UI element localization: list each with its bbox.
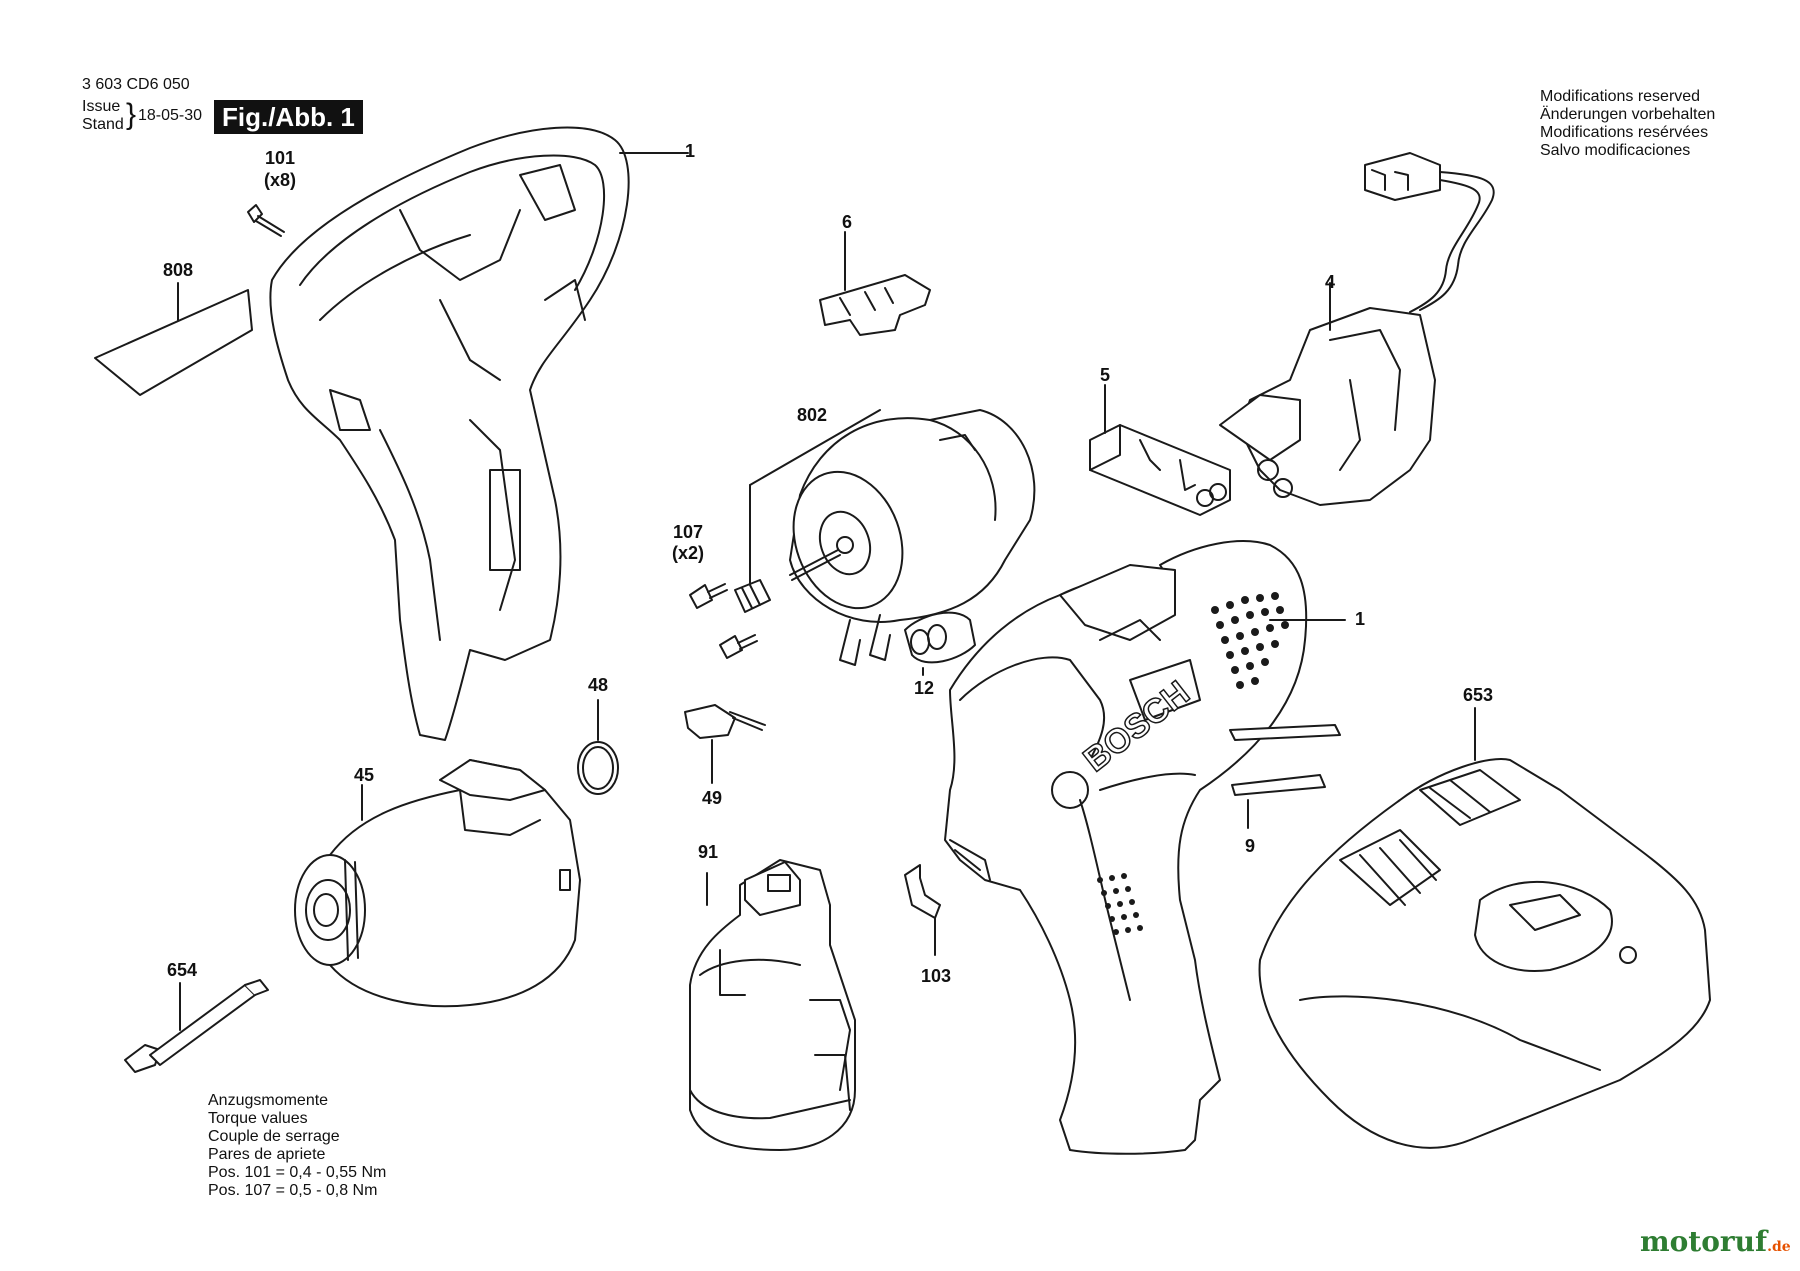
strip-part-9-a [1229, 724, 1341, 741]
clip-part-6 [819, 274, 931, 336]
callout-6: 6 [841, 212, 852, 232]
contact-part-49 [684, 704, 766, 739]
callout-101-qty: (x8) [263, 170, 296, 190]
notice-line: Änderungen vorbehalten [1540, 106, 1716, 123]
torque-line: Anzugsmomente [208, 1092, 329, 1109]
brace-glyph: } [126, 98, 137, 131]
figure-label: Fig./Abb. 1 [214, 100, 363, 134]
modification-notice: Modifications reserved Änderungen vorbeh… [1540, 88, 1715, 160]
charger-part-653 [1258, 758, 1711, 1149]
brush-part-12 [904, 611, 976, 664]
callout-107-qty: (x2) [671, 543, 704, 563]
torque-line: Pares de apriete [208, 1146, 326, 1163]
callout-107: 107 [672, 522, 704, 542]
o-ring-48 [577, 741, 619, 795]
switch-part-4 [1219, 152, 1495, 506]
screws-107 [689, 583, 758, 659]
notice-line: Modifications reserved [1540, 88, 1701, 105]
motoruf-watermark: motoruf.de [1640, 1225, 1791, 1258]
slider-part-5 [1089, 424, 1231, 516]
callout-91: 91 [697, 842, 719, 862]
battery-part-91 [689, 859, 856, 1151]
bit-part-654 [124, 979, 269, 1073]
callout-654: 654 [166, 960, 198, 980]
callout-1-left: 1 [685, 141, 696, 161]
pinion-gear [734, 579, 771, 613]
watermark-tld: .de [1767, 1239, 1791, 1255]
label-sticker-808 [94, 289, 253, 396]
housing-half-left [269, 126, 630, 741]
callout-802: 802 [796, 405, 828, 425]
motor-part-802 [789, 409, 1036, 666]
callout-9: 9 [1244, 836, 1255, 856]
callout-103: 103 [920, 966, 952, 986]
torque-line: Couple de serrage [208, 1128, 340, 1145]
torque-notes: Anzugsmomente Torque values Couple de se… [208, 1092, 386, 1200]
strip-part-9-b [1231, 774, 1326, 796]
doc-number: 3 603 CD6 050 [82, 76, 190, 93]
callout-45: 45 [353, 765, 375, 785]
callout-653: 653 [1462, 685, 1494, 705]
watermark-name: motoruf [1640, 1225, 1768, 1258]
callout-1-right: 1 [1354, 609, 1365, 629]
torque-line: Torque values [208, 1110, 308, 1127]
callout-48: 48 [587, 675, 609, 695]
callout-49: 49 [701, 788, 723, 808]
screw-101 [247, 204, 285, 237]
stand-label: Stand [82, 116, 124, 133]
u-clip-part-103 [904, 864, 941, 919]
issue-date: 18-05-30 [138, 107, 203, 124]
callout-5: 5 [1099, 365, 1110, 385]
torque-value: Pos. 101 = 0,4 - 0,55 Nm [208, 1164, 387, 1181]
callout-4: 4 [1324, 272, 1335, 292]
leader-802-a [749, 409, 881, 486]
notice-line: Modifications resérvées [1540, 124, 1709, 141]
issue-label: Issue [82, 98, 121, 115]
callout-12: 12 [913, 678, 935, 698]
callout-808: 808 [162, 260, 194, 280]
gearbox-part-45 [294, 759, 581, 1008]
callout-101: 101 [264, 148, 296, 168]
notice-line: Salvo modificaciones [1540, 142, 1691, 159]
torque-value: Pos. 107 = 0,5 - 0,8 Nm [208, 1182, 378, 1199]
housing-half-right [944, 540, 1308, 1155]
